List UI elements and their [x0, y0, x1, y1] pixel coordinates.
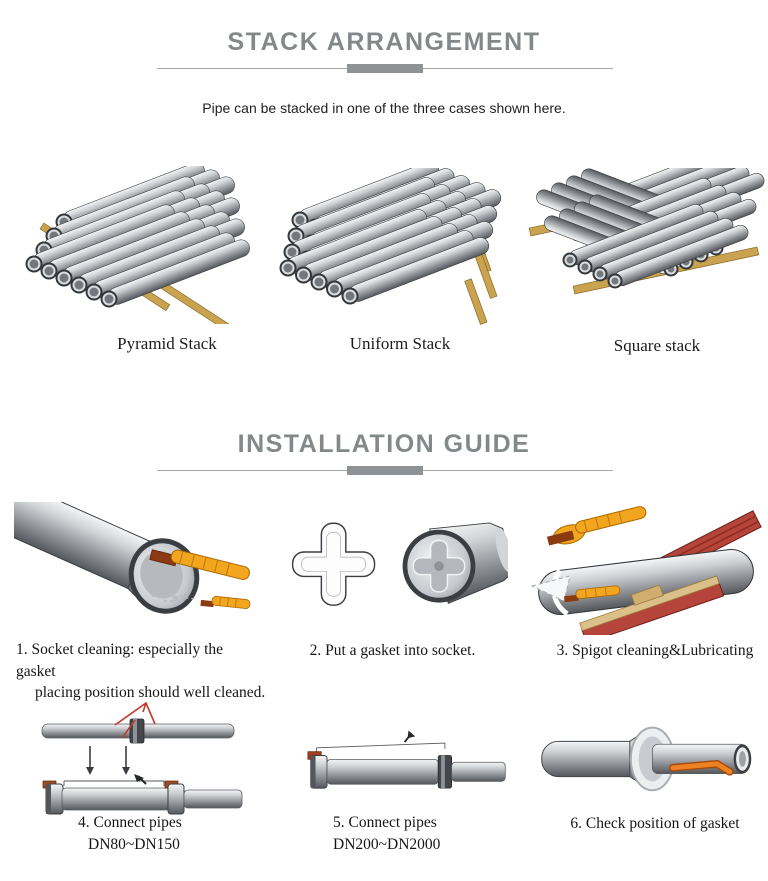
divider-bar: [347, 64, 423, 73]
step3-caption: 3. Spigot cleaning&Lubricating: [556, 642, 754, 659]
step1-caption: 1. Socket cleaning: especially the gaske…: [16, 641, 266, 702]
section-divider-2: [157, 466, 613, 475]
divider-bar: [347, 466, 423, 475]
step5-connect-pipes-illustration: [307, 730, 506, 789]
step4-caption: 4. Connect pipes DN80~DN150: [78, 814, 182, 853]
step2-caption: 2. Put a gasket into socket.: [309, 642, 476, 659]
step6-check-gasket-illustration: [541, 726, 752, 792]
stack-arrangement-title: STACK ARRANGEMENT: [227, 28, 541, 56]
pyramid-stack-caption: Pyramid Stack: [117, 334, 217, 353]
step2-gasket-illustration: [291, 522, 508, 606]
square-stack-caption: Square stack: [613, 336, 701, 355]
uniform-stack-caption: Uniform Stack: [349, 334, 451, 353]
step3-spigot-cleaning-illustration: [530, 506, 762, 635]
step1-socket-cleaning-illustration: [14, 502, 251, 614]
pyramid-stack-illustration: [25, 166, 250, 324]
step6-caption: 6. Check position of gasket: [570, 815, 740, 832]
stack-intro-text: Pipe can be stacked in one of the three …: [202, 100, 566, 116]
step5-caption: 5. Connect pipes DN200~DN2000: [333, 814, 441, 853]
step4-connect-pipes-illustration: [41, 701, 243, 815]
section-divider: [157, 64, 613, 73]
installation-guide-title: INSTALLATION GUIDE: [237, 430, 531, 458]
uniform-stack-illustration: [279, 168, 502, 325]
square-stack-illustration: [528, 168, 765, 295]
